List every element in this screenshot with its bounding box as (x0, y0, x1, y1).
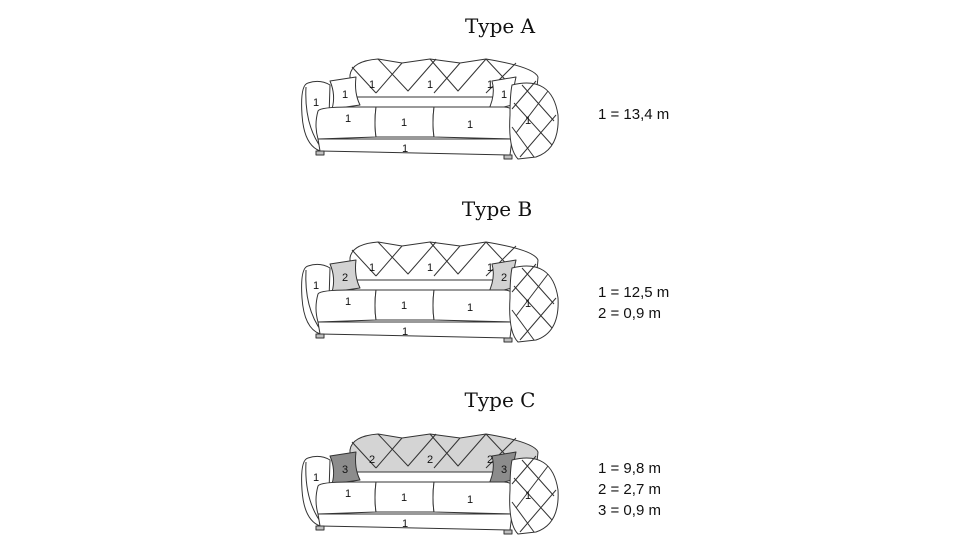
tufting-line (375, 245, 403, 277)
arm-lattice-line (511, 263, 537, 293)
arm-lattice-line (511, 501, 535, 533)
label-seat-right: 1 (467, 302, 473, 314)
label-back-right: 1 (487, 79, 493, 91)
arm-lattice-line (519, 489, 557, 533)
label-small-cushion-right: 2 (501, 272, 507, 284)
label-arm-left: 1 (313, 472, 319, 484)
label-back-left: 1 (369, 79, 375, 91)
type-a-legend: 1 = 13,4 m (598, 104, 669, 125)
tufting-line (375, 437, 403, 469)
label-seat-left: 1 (345, 113, 351, 125)
left-foot (315, 333, 325, 339)
type-b-title: Type B (461, 197, 533, 221)
left-small-cushion (329, 76, 361, 110)
seat-cushion-right (432, 289, 515, 323)
type-c-title: Type C (464, 388, 536, 412)
label-seat-left: 1 (345, 488, 351, 500)
sofa-base (317, 321, 513, 339)
label-back-left: 1 (369, 262, 375, 274)
arm-lattice-line (519, 114, 557, 158)
tufting-line (429, 433, 487, 467)
tufting-line (485, 437, 517, 469)
label-seat-left: 1 (345, 296, 351, 308)
label-arm-right: 1 (525, 115, 531, 127)
legend-line: 1 = 12,5 m (598, 284, 670, 301)
tufting-line (429, 58, 487, 92)
arm-lattice-line (511, 80, 537, 110)
tufting-line (351, 249, 377, 277)
type-c-legend: 1 = 9,8 m 2 = 2,7 m 3 = 0,9 m (598, 458, 661, 521)
arm-lattice-line (511, 126, 535, 158)
type-a-title: Type A (464, 14, 536, 38)
label-seat-right: 1 (467, 119, 473, 131)
label-back-right: 1 (487, 262, 493, 274)
right-foot (503, 154, 513, 160)
tufting-line (433, 437, 461, 469)
legend-line: 3 = 0,9 m (598, 502, 661, 519)
tufting-line (375, 62, 403, 94)
sofa-base (317, 138, 513, 156)
label-arm-left: 1 (313, 280, 319, 292)
arm-lattice-line (515, 465, 549, 509)
tufting-line (429, 241, 487, 275)
label-small-cushion-left: 3 (342, 464, 348, 476)
legend-line: 2 = 0,9 m (598, 305, 661, 322)
arm-lattice-line (511, 309, 535, 341)
tufting-line (433, 245, 461, 277)
seat-cushion-right (432, 481, 515, 515)
arm-lattice-line (513, 102, 553, 146)
tufting-line (351, 66, 377, 94)
label-back-mid: 1 (427, 262, 433, 274)
tufting-line (377, 241, 437, 275)
tufting-line (377, 433, 437, 467)
left-foot (315, 525, 325, 531)
tufting-line (377, 58, 437, 92)
arm-lattice-line (519, 297, 557, 341)
legend-line: 1 = 9,8 m (598, 460, 661, 477)
label-arm-right: 1 (525, 490, 531, 502)
label-back-mid: 1 (427, 79, 433, 91)
legend-line: 1 = 13,4 m (598, 106, 670, 123)
arm-lattice-line (513, 285, 553, 329)
label-arm-right: 1 (525, 298, 531, 310)
label-back-left: 2 (369, 454, 375, 466)
tufting-line (433, 62, 461, 94)
label-base: 1 (402, 518, 408, 530)
legend-line: 2 = 2,7 m (598, 481, 661, 498)
tufting-line (485, 62, 517, 94)
left-foot (315, 150, 325, 156)
right-foot (503, 337, 513, 343)
arm-lattice-line (511, 455, 537, 485)
left-small-cushion (329, 259, 361, 293)
arm-lattice-line (515, 90, 549, 134)
seat-cushion-right (432, 106, 515, 140)
label-small-cushion-right: 1 (501, 89, 507, 101)
arm-lattice-line (515, 273, 549, 317)
label-seat-mid: 1 (401, 492, 407, 504)
tufting-line (485, 245, 517, 277)
tufting-line (351, 441, 377, 469)
label-seat-right: 1 (467, 494, 473, 506)
sofa-base (317, 513, 513, 531)
label-back-mid: 2 (427, 454, 433, 466)
label-small-cushion-left: 1 (342, 89, 348, 101)
arm-lattice-line (513, 477, 553, 521)
label-seat-mid: 1 (401, 117, 407, 129)
label-small-cushion-left: 2 (342, 272, 348, 284)
label-arm-left: 1 (313, 97, 319, 109)
label-base: 1 (402, 143, 408, 155)
label-small-cushion-right: 3 (501, 464, 507, 476)
left-small-cushion (329, 451, 361, 485)
type-b-legend: 1 = 12,5 m 2 = 0,9 m (598, 282, 669, 324)
right-foot (503, 529, 513, 535)
label-base: 1 (402, 326, 408, 338)
label-back-right: 2 (487, 454, 493, 466)
label-seat-mid: 1 (401, 300, 407, 312)
